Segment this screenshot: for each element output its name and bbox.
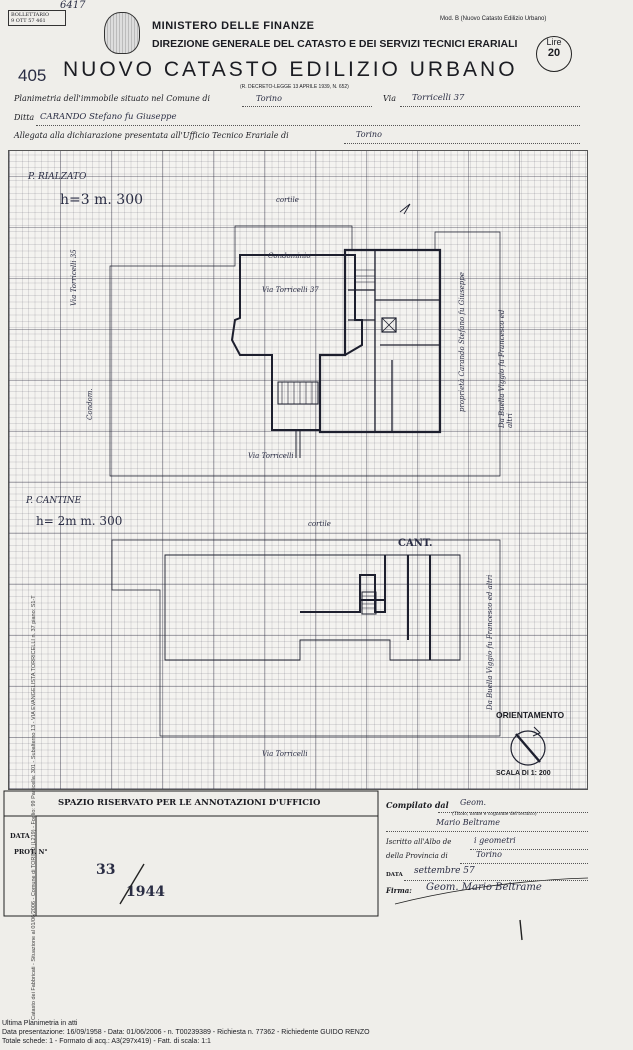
condom-label: Condom. [86, 388, 94, 420]
compass-arrow-icon [532, 726, 541, 737]
prot-year: 1944 [126, 884, 165, 900]
decree-reference: (R. DECRETO-LEGGE 13 APRILE 1939, N. 652… [240, 84, 349, 90]
lire-stamp: Lire 20 [536, 36, 572, 72]
name-line [386, 830, 588, 832]
cantine-building [164, 554, 461, 661]
compilato-label: Compilato dal [386, 800, 449, 810]
footer-line-3: Totale schede: 1 - Formato di acq.: A3(2… [2, 1038, 211, 1045]
handwritten-number: 6417 [60, 0, 86, 11]
signature-flourish [394, 877, 589, 905]
office-heading: SPAZIO RISERVATO PER LE ANNOTAZIONI D'UF… [58, 798, 321, 808]
condominio-label: Condominio [268, 252, 311, 260]
comune-line [242, 105, 372, 107]
ufficio-value: Torino [356, 130, 382, 139]
firma-signature: Geom. Mario Beltrame [426, 882, 542, 893]
prot-number: 33 [96, 862, 116, 878]
albo-label: Iscritto all'Albo de [386, 838, 452, 846]
side-text-neighbor: Da Buella Viggio fu Francesco ed altri [498, 309, 514, 428]
republic-emblem-icon [104, 12, 140, 54]
via-value: Torricelli 37 [412, 93, 465, 103]
scale-label: SCALA DI 1: 200 [496, 770, 551, 777]
provincia-label: della Provincia di [386, 852, 448, 860]
cantine-label: P. CANTINE [26, 496, 82, 506]
compiler-data-label: DATA [386, 872, 403, 878]
via-torricelli-bottom: Via Torricelli [248, 452, 294, 460]
form-code: Mod. B (Nuovo Catasto Edilizio Urbano) [440, 16, 547, 22]
albo-value: i geometri [474, 836, 516, 845]
via-line [400, 105, 580, 107]
side-text-lower: Da Buella Viggio fu Francesco ed altri [486, 574, 494, 710]
rialzato-entrance [295, 430, 301, 458]
planimetria-label: Planimetria dell'immobile situato nel Co… [14, 94, 211, 103]
compiler-name: Mario Beltrame [436, 818, 501, 827]
compiler-data-value: settembre 57 [414, 866, 475, 876]
direction-name: DIREZIONE GENERALE DEL CATASTO E DEI SER… [152, 38, 518, 50]
via-label: Via [383, 94, 396, 103]
via-torricelli-side: Via Torricelli 35 [70, 249, 78, 306]
cant-label: CANT. [398, 538, 433, 549]
sheet-number: 405 [18, 66, 47, 85]
signature-mark [519, 919, 523, 941]
office-box [3, 790, 379, 917]
side-vertical-stamp: Catasto dei Fabbricati - Situazione al 0… [31, 595, 37, 1020]
ufficio-line [344, 142, 580, 144]
rialzato-rooms [348, 250, 440, 432]
cortile-top: cortile [276, 196, 299, 204]
side-text-property: proprietà Carando Stefano fu Giuseppe [458, 272, 466, 412]
cantine-walls [300, 555, 431, 660]
compass-circle [510, 730, 546, 766]
registry-stamp: BOLLETTARIO 9 OTT 57 461 [8, 10, 66, 26]
ditta-label: Ditta [14, 113, 35, 122]
top-arrow-icon [399, 203, 411, 215]
prot-slash [119, 863, 145, 905]
footer-line-1: Ultima Planimetria in atti [2, 1020, 78, 1027]
footer-line-2: Data presentazione: 16/09/1958 - Data: 0… [2, 1029, 370, 1036]
via-torricelli-inner: Via Torricelli 37 [262, 286, 319, 294]
cortile-mid: cortile [308, 520, 331, 528]
cantine-stair [361, 591, 377, 615]
rialzato-stair-steps [281, 382, 313, 404]
rialzato-apartment [318, 248, 442, 434]
ditta-value: CARANDO Stefano fu Giuseppe [40, 112, 177, 122]
cantine-stair-steps [362, 595, 376, 609]
cantine-outer-boundary [111, 539, 501, 737]
compilato-subtitle: (Titolo, nome e cognome del tecnico) [452, 812, 537, 817]
rialzato-height: h=3 m. 300 [60, 192, 144, 208]
cantine-height: h= 2m m. 300 [36, 514, 123, 528]
floor-plan-grid [8, 150, 588, 790]
rialzato-label: P. RIALZATO [28, 172, 87, 182]
compilato-value: Geom. [460, 798, 487, 807]
compass-needle-icon [515, 733, 541, 763]
ministry-name: MINISTERO DELLE FINANZE [152, 20, 315, 32]
ditta-line [36, 124, 580, 126]
office-data-label: DATA [10, 832, 30, 840]
rialzato-stair [277, 381, 319, 405]
allegata-label: Allegata alla dichiarazione presentata a… [14, 131, 289, 140]
office-prot-label: PROT. N° [14, 848, 48, 856]
orientamento-label: ORIENTAMENTO [496, 710, 565, 720]
rialzato-elevator-cross [381, 317, 397, 333]
firma-label: Firma: [386, 886, 412, 895]
provincia-value: Torino [476, 850, 502, 859]
data-line [404, 879, 588, 881]
provincia-line [460, 862, 588, 864]
compilato-line [438, 811, 588, 813]
rialzato-inner-stair [355, 269, 375, 283]
albo-line [470, 848, 588, 850]
rialzato-elevator [381, 317, 397, 333]
rialzato-outer-boundary [109, 225, 501, 477]
via-torricelli-low: Via Torricelli [262, 750, 308, 758]
document-title: NUOVO CATASTO EDILIZIO URBANO [63, 58, 518, 81]
comune-value: Torino [256, 94, 282, 103]
